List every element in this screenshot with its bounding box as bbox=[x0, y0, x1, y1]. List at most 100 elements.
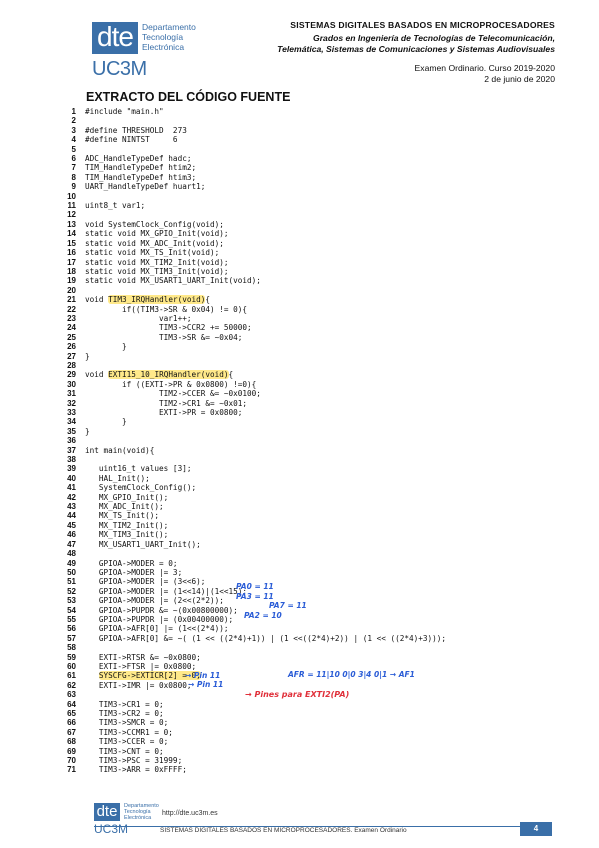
line-number: 46 bbox=[67, 530, 76, 540]
code-text: if((TIM3->SR & 0x04) != 0){ bbox=[85, 304, 247, 314]
line-number: 17 bbox=[67, 257, 76, 267]
line-number: 63 bbox=[67, 690, 76, 700]
code-text: static void MX_GPIO_Init(void); bbox=[85, 229, 229, 239]
code-text: TIM_HandleTypeDef htim3; bbox=[85, 172, 197, 182]
line-number: 52 bbox=[67, 586, 76, 596]
code-line: 23 var1++; bbox=[56, 314, 576, 323]
code-text: UART_HandleTypeDef huart1; bbox=[85, 182, 206, 192]
line-number: 70 bbox=[67, 756, 76, 766]
line-number: 12 bbox=[67, 210, 76, 220]
code-text: #include "main.h" bbox=[85, 107, 164, 116]
line-number: 11 bbox=[67, 201, 76, 211]
code-text: GPIOA->MODER |= (2<<(2*2)); bbox=[85, 596, 224, 606]
code-line: 29 void EXTI15_10_IRQHandler(void){ bbox=[56, 370, 576, 380]
line-number: 10 bbox=[67, 191, 76, 201]
code-line: 22 if((TIM3->SR & 0x04) != 0){ bbox=[56, 305, 576, 314]
code-line: 42 MX_GPIO_Init(); bbox=[56, 493, 576, 502]
code-line: 38 bbox=[56, 455, 576, 464]
code-line: 68 TIM3->CCER = 0; bbox=[56, 737, 576, 746]
footer-logo: dte Departamento Tecnología Electrónica … bbox=[94, 803, 159, 836]
line-number: 36 bbox=[67, 436, 76, 446]
exam-date: 2 de junio de 2020 bbox=[484, 74, 555, 84]
annotation-pa0: PA0 = 11 bbox=[236, 582, 274, 591]
code-line: 52 GPIOA->MODER |= (1<<14)|(1<<15); bbox=[56, 587, 576, 596]
line-number: 21 bbox=[67, 295, 76, 305]
code-text: GPIOA->MODER |= (3<<6); bbox=[85, 577, 206, 587]
line-number: 8 bbox=[71, 172, 76, 182]
code-text: var1++; bbox=[85, 313, 192, 323]
code-text: TIM3->CCER = 0; bbox=[85, 737, 169, 747]
line-number: 54 bbox=[67, 605, 76, 615]
code-line: 71 TIM3->ARR = 0xFFFF; bbox=[56, 765, 576, 774]
code-text: TIM3->SMCR = 0; bbox=[85, 718, 169, 728]
code-line: 33 EXTI->PR = 0x0800; bbox=[56, 408, 576, 417]
code-text: TIM3->CR1 = 0; bbox=[85, 699, 164, 709]
code-text: #define NINTST 6 bbox=[85, 135, 178, 145]
line-number: 61 bbox=[67, 671, 76, 681]
logo-mark: dte bbox=[92, 22, 138, 54]
code-text: MX_GPIO_Init(); bbox=[85, 492, 169, 502]
line-number: 18 bbox=[67, 266, 76, 276]
code-line: 63 bbox=[56, 690, 576, 699]
footer-url[interactable]: http://dte.uc3m.es bbox=[162, 810, 218, 817]
highlighted-code: SYSCFG->EXTICR[2] = 0; bbox=[98, 671, 201, 681]
code-line: 55 GPIOA->PUPDR |= (0x00400000); bbox=[56, 615, 576, 624]
code-line: 66 TIM3->SMCR = 0; bbox=[56, 718, 576, 727]
code-line: 4#define NINTST 6 bbox=[56, 135, 576, 144]
code-text: GPIOA->PUPDR |= (0x00400000); bbox=[85, 614, 234, 624]
line-number: 58 bbox=[67, 643, 76, 653]
code-text: SystemClock_Config(); bbox=[85, 483, 197, 493]
line-number: 29 bbox=[67, 370, 76, 380]
code-text: static void MX_TS_Init(void); bbox=[85, 248, 220, 258]
code-text: EXTI->FTSR |= 0x0800; bbox=[85, 661, 197, 671]
line-number: 40 bbox=[67, 473, 76, 483]
annotation-pin11-ftsr: → Pin 11 bbox=[188, 680, 224, 689]
code-line: 37 int main(void){ bbox=[56, 446, 576, 455]
line-number: 64 bbox=[67, 699, 76, 709]
code-line: 48 bbox=[56, 549, 576, 558]
code-text: void TIM3_IRQHandler(void){ bbox=[85, 295, 210, 305]
line-number: 15 bbox=[67, 238, 76, 248]
code-text: GPIOA->AFR[0] |= (1<<(2*4)); bbox=[85, 624, 229, 634]
code-text: GPIOA->MODER = 0; bbox=[85, 558, 178, 568]
line-number: 57 bbox=[67, 633, 76, 643]
line-number: 5 bbox=[71, 144, 76, 154]
line-number: 67 bbox=[67, 727, 76, 737]
code-line: 49 GPIOA->MODER = 0; bbox=[56, 559, 576, 568]
code-text: int main(void){ bbox=[85, 445, 155, 455]
degree-line-1: Grados en Ingeniería de Tecnologías de T… bbox=[313, 33, 555, 43]
code-line: 65 TIM3->CR2 = 0; bbox=[56, 709, 576, 718]
line-number: 37 bbox=[67, 445, 76, 455]
line-number: 71 bbox=[67, 765, 76, 775]
code-line: 61 SYSCFG->EXTICR[2] = 0; bbox=[56, 671, 576, 681]
footer-logo-dept: Departamento Tecnología Electrónica bbox=[124, 803, 159, 821]
code-text: void EXTI15_10_IRQHandler(void){ bbox=[85, 370, 234, 380]
line-number: 45 bbox=[67, 520, 76, 530]
line-number: 1 bbox=[71, 107, 76, 116]
footer-divider bbox=[94, 826, 552, 827]
line-number: 50 bbox=[67, 567, 76, 577]
code-text: GPIOA->PUPDR &= ~(0x00800000); bbox=[85, 605, 238, 615]
code-line: 34 } bbox=[56, 417, 576, 426]
line-number: 3 bbox=[71, 125, 76, 135]
annotation-pines-exti2: → Pines para EXTI2(PA) bbox=[245, 690, 350, 699]
line-number: 66 bbox=[67, 718, 76, 728]
code-line: 62 EXTI->IMR |= 0x0800; bbox=[56, 681, 576, 690]
logo-uni: UC3M bbox=[92, 58, 147, 80]
code-text: EXTI->PR = 0x0800; bbox=[85, 408, 243, 417]
line-number: 14 bbox=[67, 229, 76, 239]
code-line: 10 bbox=[56, 192, 576, 201]
logo-dept: Departamento Tecnología Electrónica bbox=[142, 22, 196, 52]
line-number: 28 bbox=[67, 360, 76, 370]
code-text: TIM3->CCR2 += 50000; bbox=[85, 323, 252, 333]
code-text: ADC_HandleTypeDef hadc; bbox=[85, 154, 192, 164]
code-text: TIM3->SR &= ~0x04; bbox=[85, 332, 243, 342]
code-text: EXTI->IMR |= 0x0800; bbox=[85, 680, 192, 690]
code-line: 43 MX_ADC_Init(); bbox=[56, 502, 576, 511]
line-number: 32 bbox=[67, 398, 76, 408]
line-number: 27 bbox=[67, 351, 76, 361]
